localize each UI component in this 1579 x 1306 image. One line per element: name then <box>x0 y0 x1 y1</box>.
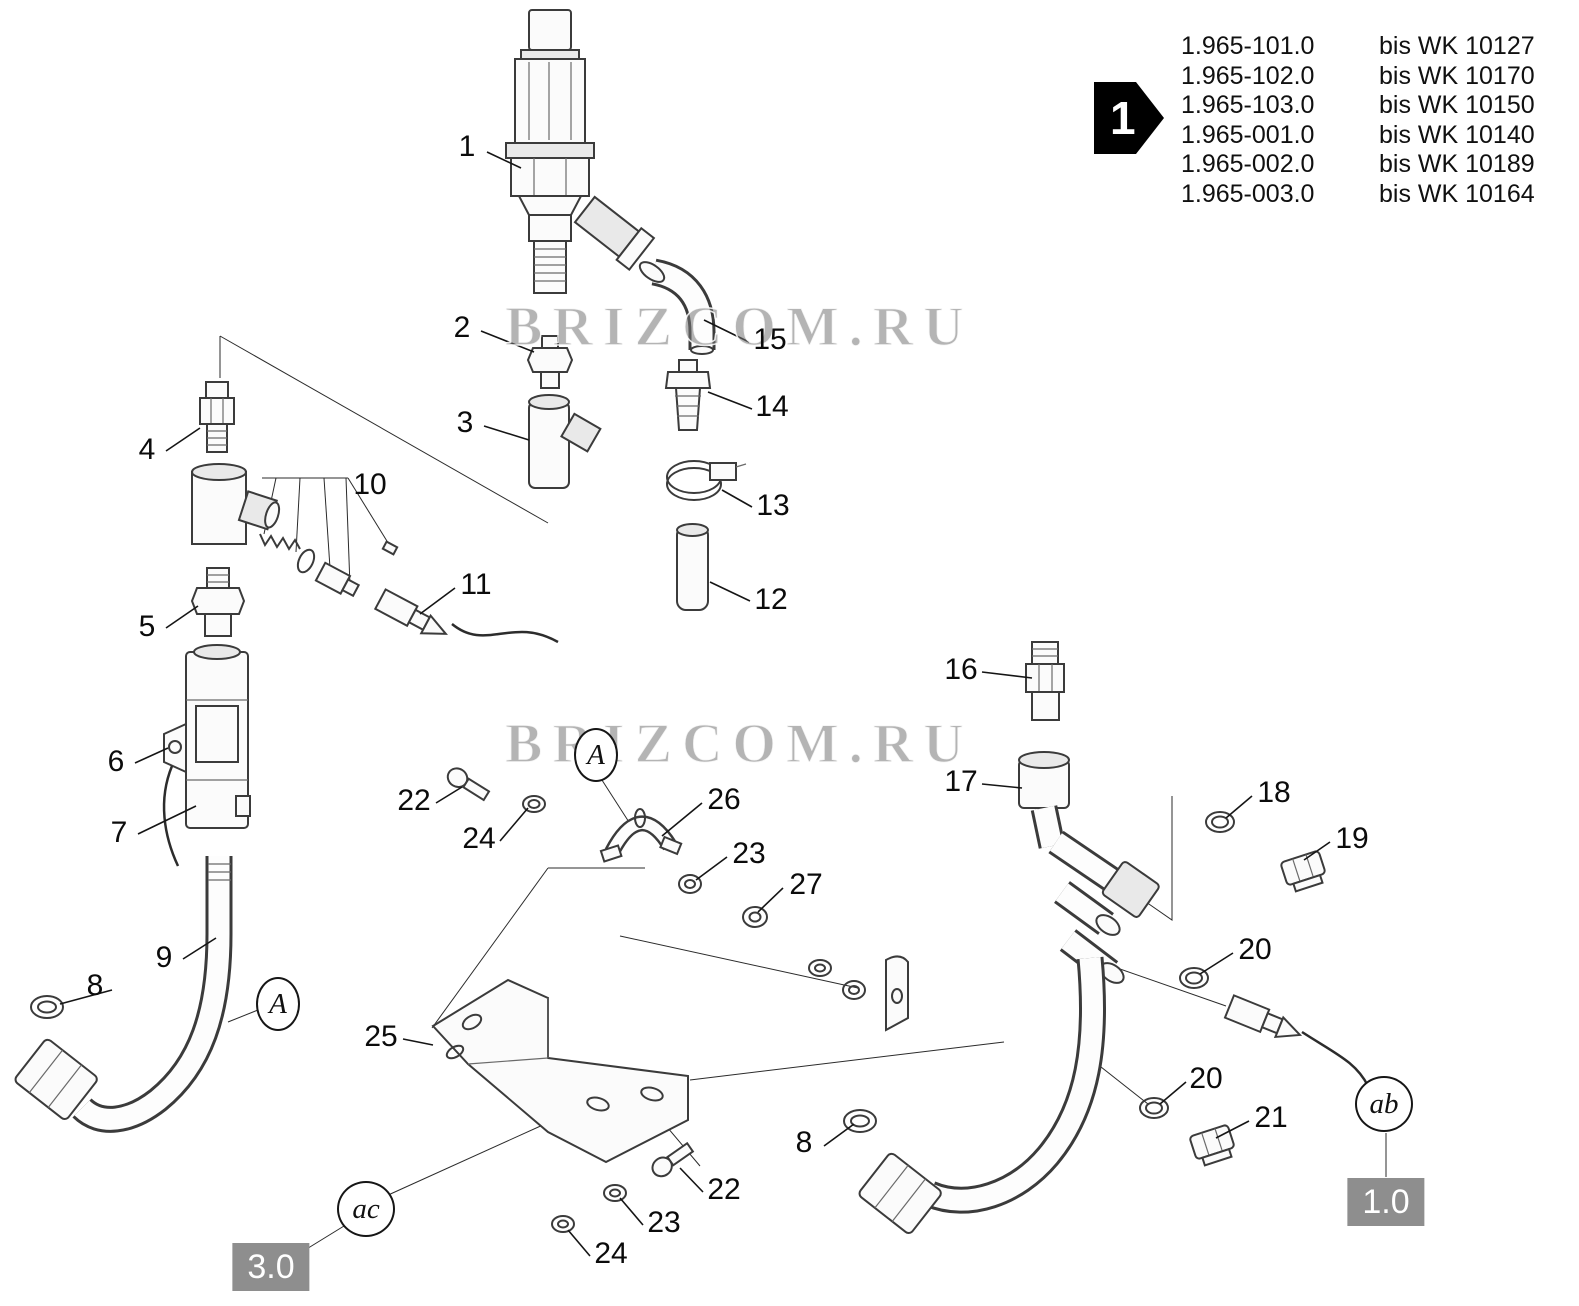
callout-7: 7 <box>110 816 128 849</box>
callout-8: 8 <box>86 969 104 1002</box>
callout-26: 26 <box>707 783 741 816</box>
callout-8b: 8 <box>795 1126 813 1159</box>
callout-27: 27 <box>789 868 823 901</box>
model-row: 1.965-001.0 bis WK 10140 <box>1181 121 1535 151</box>
part-washer-20b <box>1139 1097 1169 1119</box>
part-safety-valve <box>505 9 656 294</box>
part-hose <box>676 523 709 611</box>
part-hose-clamp <box>666 460 747 501</box>
model-validity: bis WK 10189 <box>1379 150 1535 179</box>
part-pressure-sensor-right <box>1223 994 1370 1087</box>
callout-16: 16 <box>944 653 978 686</box>
model-validity: bis WK 10164 <box>1379 179 1535 208</box>
section-label-A: A <box>574 728 618 782</box>
callout-23b: 23 <box>647 1206 681 1239</box>
callout-13: 13 <box>756 489 790 522</box>
callout-15: 15 <box>753 323 787 356</box>
part-clip-bracket <box>885 955 909 1032</box>
watermark-text: BRIZCOM.RU <box>504 295 974 359</box>
callout-20: 20 <box>1238 933 1272 966</box>
model-code: 1.965-001.0 <box>1181 120 1315 149</box>
page-ref-3-0: 3.0 <box>232 1243 310 1291</box>
part-fitting-16 <box>1025 641 1065 721</box>
callout-18: 18 <box>1257 776 1291 809</box>
section-label-ab: ab <box>1355 1076 1413 1132</box>
model-row: 1.965-003.0 bis WK 10164 <box>1181 180 1535 210</box>
model-row: 1.965-101.0 bis WK 10127 <box>1181 32 1535 62</box>
callout-24b: 24 <box>594 1237 628 1270</box>
model-row: 1.965-002.0 bis WK 10189 <box>1181 150 1535 180</box>
part-nozzle-fitting <box>526 335 574 389</box>
part-t-block <box>191 463 281 545</box>
callout-20b: 20 <box>1189 1062 1223 1095</box>
part-fitting-5 <box>190 567 246 637</box>
model-row: 1.965-103.0 bis WK 10150 <box>1181 91 1535 121</box>
part-t-fitting <box>528 394 602 489</box>
callout-23: 23 <box>732 837 766 870</box>
part-screw-22 <box>446 767 491 802</box>
part-washer-mid <box>808 959 866 1000</box>
callout-19: 19 <box>1335 822 1369 855</box>
part-oring-left <box>30 995 64 1019</box>
model-code: 1.965-102.0 <box>1181 61 1315 90</box>
part-washer-24 <box>522 795 546 813</box>
part-fitting-4 <box>199 381 235 453</box>
part-nut-23 <box>678 874 702 894</box>
part-hose-barb <box>664 359 712 431</box>
leader-lines <box>59 151 1331 1257</box>
part-pressure-switch <box>373 588 559 644</box>
model-code: 1.965-003.0 <box>1181 179 1315 208</box>
callout-3: 3 <box>456 406 474 439</box>
part-plug-19 <box>1280 850 1326 893</box>
part-washer-24b <box>551 1215 575 1233</box>
callout-9: 9 <box>155 941 173 974</box>
revision-arrow-badge: 1 <box>1094 82 1164 154</box>
arrow-shape <box>1094 82 1164 154</box>
model-row: 1.965-102.0 bis WK 10170 <box>1181 62 1535 92</box>
callout-21: 21 <box>1254 1101 1288 1134</box>
callout-1: 1 <box>458 130 476 163</box>
section-label-ac: ac <box>337 1181 395 1237</box>
part-washer-18 <box>1205 811 1235 833</box>
part-washer-23b <box>603 1184 627 1202</box>
callout-4: 4 <box>138 433 156 466</box>
callout-24: 24 <box>462 822 496 855</box>
part-pipe-left <box>14 856 233 1133</box>
section-label-A2: A <box>256 977 300 1031</box>
part-solenoid-valve <box>162 644 251 867</box>
part-elbow-pipe <box>638 258 716 355</box>
part-mounting-bracket <box>431 978 689 1164</box>
callout-6: 6 <box>107 745 125 778</box>
model-validity: bis WK 10170 <box>1379 61 1535 90</box>
part-screw-22b <box>651 1141 695 1178</box>
part-pipe-right <box>858 751 1160 1234</box>
callout-2: 2 <box>453 311 471 344</box>
model-validity: bis WK 10150 <box>1379 91 1535 120</box>
callout-22b: 22 <box>707 1173 741 1206</box>
part-nut-27 <box>742 906 768 928</box>
part-pipe-clamp <box>599 808 683 863</box>
callout-5: 5 <box>138 610 156 643</box>
page-ref-1-0: 1.0 <box>1347 1178 1425 1226</box>
callout-25: 25 <box>364 1020 398 1053</box>
model-validity: bis WK 10127 <box>1379 32 1535 60</box>
model-code: 1.965-101.0 <box>1181 32 1315 60</box>
callout-11: 11 <box>460 568 492 601</box>
model-code: 1.965-002.0 <box>1181 150 1315 179</box>
model-code: 1.965-103.0 <box>1181 91 1315 120</box>
callout-10: 10 <box>353 468 387 501</box>
part-valve-internals <box>259 533 399 598</box>
part-oring-right <box>843 1109 877 1133</box>
callout-12: 12 <box>754 583 788 616</box>
callout-22: 22 <box>397 784 431 817</box>
model-validity: bis WK 10140 <box>1379 120 1535 149</box>
callout-14: 14 <box>755 390 789 423</box>
revision-number: 1 <box>1110 92 1136 144</box>
construction-lines <box>219 335 1387 1251</box>
callout-17: 17 <box>944 765 978 798</box>
part-washer-20 <box>1179 967 1209 989</box>
model-variant-list: 1.965-101.0 bis WK 10127 1.965-102.0 bis… <box>1181 32 1535 210</box>
